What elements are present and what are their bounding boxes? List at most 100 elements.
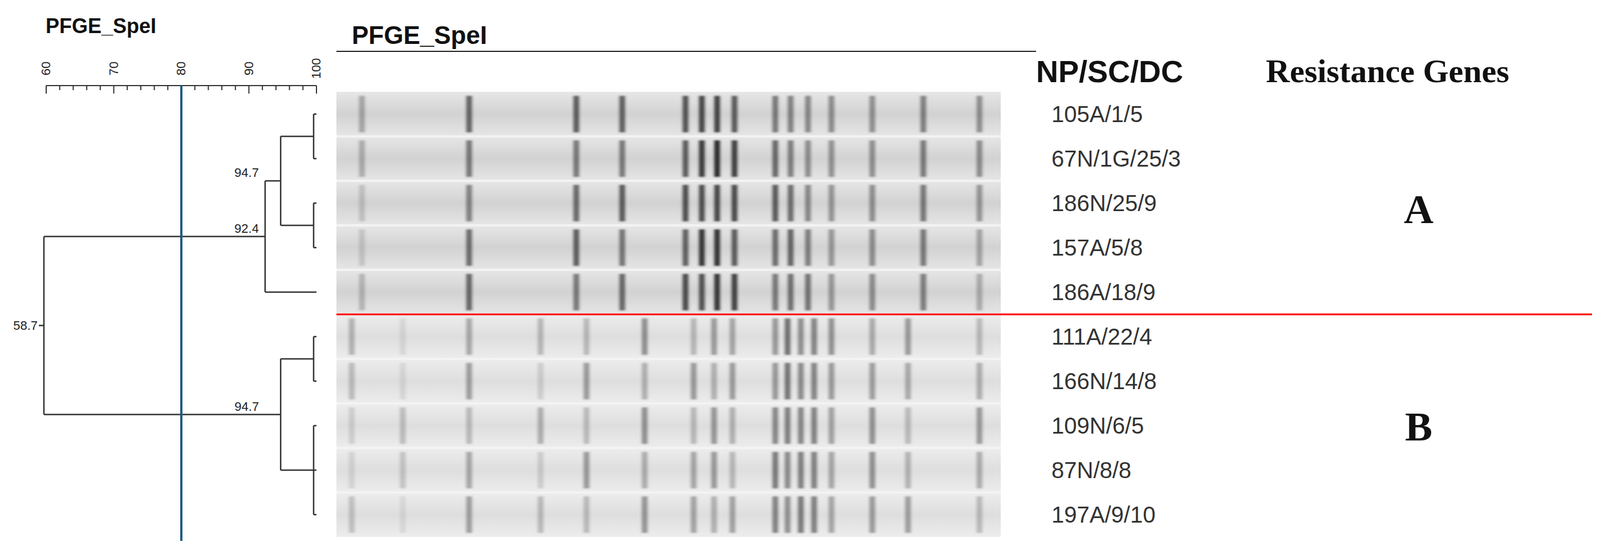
dna-band — [788, 273, 794, 311]
dna-band — [348, 451, 355, 489]
dna-band — [869, 407, 876, 444]
dna-band — [731, 140, 738, 177]
dna-band — [904, 451, 911, 489]
gel-lane — [336, 403, 1001, 448]
gel-lane — [336, 91, 1001, 137]
dendrogram-branch — [280, 358, 314, 360]
lane-separator — [336, 357, 1001, 360]
dna-band — [714, 273, 721, 311]
dna-band — [583, 362, 590, 400]
group-divider — [336, 313, 1593, 316]
dna-band — [784, 407, 791, 444]
dna-band — [828, 318, 835, 355]
dna-band — [699, 273, 705, 311]
lane-shading — [336, 403, 1001, 448]
dna-band — [811, 451, 818, 489]
axis-tick-label: 60 — [39, 61, 53, 76]
dna-band — [699, 95, 705, 133]
axis-tick — [59, 85, 61, 91]
isolate-label: 67N/1G/25/3 — [1051, 147, 1181, 170]
lane-shading — [336, 358, 1001, 404]
axis-tick — [234, 85, 237, 91]
axis-tick-label: 90 — [242, 61, 256, 76]
dna-band — [537, 496, 544, 533]
axis-tick — [99, 85, 101, 91]
dna-band — [691, 318, 697, 355]
dna-band — [976, 318, 983, 355]
dna-band — [619, 140, 625, 177]
dna-band — [619, 273, 625, 311]
dna-band — [359, 273, 365, 311]
axis-tick — [248, 85, 250, 94]
dna-band — [920, 273, 927, 311]
node-similarity: 94.7 — [233, 400, 261, 413]
dna-band — [828, 407, 835, 444]
dna-band — [869, 229, 876, 266]
dna-band — [772, 407, 779, 444]
dna-band — [399, 496, 406, 533]
dna-band — [869, 273, 876, 311]
dna-band — [359, 229, 365, 266]
dna-band — [920, 184, 927, 222]
dna-band — [805, 140, 811, 177]
dna-band — [711, 362, 717, 400]
dna-band — [711, 496, 717, 533]
dendrogram-branch — [265, 180, 281, 182]
isolate-label: 186A/18/9 — [1051, 280, 1156, 304]
isolate-label: 87N/8/8 — [1051, 458, 1132, 482]
axis-tick-label: 70 — [107, 61, 121, 76]
dna-band — [573, 140, 580, 177]
dna-band — [466, 273, 473, 311]
dendrogram-branch — [313, 202, 315, 248]
dna-band — [731, 229, 738, 266]
dna-band — [976, 362, 983, 400]
dna-band — [466, 184, 473, 222]
lane-shading — [336, 314, 1001, 359]
axis-tick — [113, 85, 115, 94]
dna-band — [466, 496, 473, 533]
dendrogram-branch — [280, 135, 314, 138]
dna-band — [573, 95, 580, 133]
isolate-label: 166N/14/8 — [1051, 369, 1157, 393]
lane-shading — [336, 91, 1001, 137]
header-rule — [336, 50, 1037, 52]
dna-band — [811, 318, 818, 355]
lane-separator — [336, 268, 1001, 271]
group-letter: A — [1403, 188, 1434, 230]
axis-tick — [289, 85, 291, 91]
axis-tick — [126, 85, 128, 91]
dna-band — [714, 184, 721, 222]
lane-shading — [336, 269, 1001, 315]
dna-band — [714, 229, 721, 266]
dna-band — [976, 229, 983, 266]
dna-band — [711, 407, 717, 444]
gel-lane — [336, 180, 1001, 226]
dna-band — [348, 362, 355, 400]
dna-band — [642, 496, 648, 533]
dna-band — [772, 229, 779, 266]
dna-band — [729, 362, 736, 400]
dendrogram-branch — [313, 202, 317, 205]
dna-band — [359, 184, 365, 222]
dna-band — [869, 318, 876, 355]
lane-shading — [336, 225, 1001, 270]
dna-band — [537, 407, 544, 444]
dna-band — [682, 140, 689, 177]
dna-band — [619, 184, 625, 222]
dna-band — [976, 140, 983, 177]
dna-band — [359, 140, 365, 177]
gel-lane — [336, 358, 1001, 404]
dendrogram-branch — [313, 469, 317, 471]
lane-shading — [336, 180, 1001, 226]
dna-band — [869, 451, 876, 489]
dna-band — [976, 407, 983, 444]
dna-band — [811, 362, 818, 400]
dna-band — [573, 229, 580, 266]
cutoff-line — [180, 85, 183, 541]
axis-title: PFGE_SpeI — [45, 15, 157, 37]
dna-band — [699, 184, 705, 222]
dendrogram-branch — [313, 246, 317, 249]
gel-lane — [336, 492, 1001, 537]
dna-band — [583, 496, 590, 533]
dna-band — [869, 184, 876, 222]
